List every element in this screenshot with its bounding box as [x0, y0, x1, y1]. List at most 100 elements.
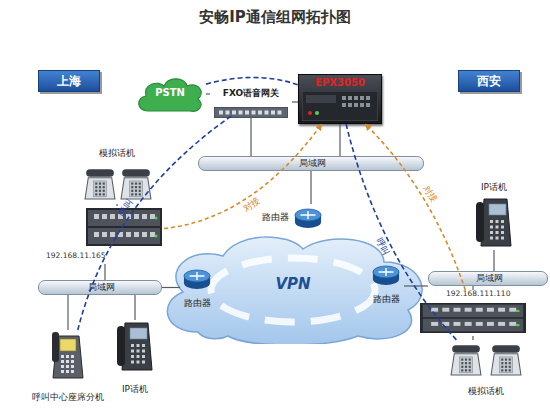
icon-part [131, 183, 133, 185]
dashed-connector [365, 124, 465, 290]
node-label: IP话机 [110, 384, 160, 394]
icon-part [117, 320, 153, 372]
link-line [292, 101, 298, 102]
icon-part [131, 344, 134, 347]
icon-part [423, 305, 523, 318]
link-line [162, 287, 180, 288]
phone-node: IP话机 [464, 182, 524, 250]
icon-part [451, 354, 481, 375]
icon-part [469, 369, 471, 371]
icon-part [66, 365, 69, 368]
icon-part [420, 303, 526, 333]
icon-part [51, 330, 85, 380]
icon-art [450, 340, 482, 376]
diagram-title: 安畅IP通信组网拓扑图 [100, 8, 450, 27]
icon-part [94, 232, 99, 237]
icon-art [51, 330, 85, 380]
icon-part [142, 361, 145, 364]
icon-part [94, 214, 99, 219]
icon-part [490, 237, 493, 240]
icon-part [366, 103, 370, 107]
icon-part [505, 366, 507, 368]
icon-part [453, 322, 460, 326]
icon-part [465, 359, 467, 361]
icon-art [84, 164, 116, 200]
node-label: 路由器 [180, 298, 214, 308]
icon-part [137, 355, 140, 358]
node-label: 路由器 [262, 212, 294, 222]
icon-part [214, 107, 288, 118]
node-label: 模拟话机 [80, 148, 154, 158]
icon-part [99, 193, 101, 195]
icon-part [476, 308, 483, 312]
icon-part [294, 207, 322, 229]
icon-part [122, 169, 150, 176]
icon-part [271, 111, 275, 115]
icon-part [214, 107, 288, 118]
gateway-device: 192.168.11.165 [46, 206, 164, 264]
icon-part [496, 231, 499, 234]
icon-part [135, 186, 137, 188]
icon-part [155, 235, 158, 238]
icon-part [490, 231, 493, 234]
icon-part [61, 360, 64, 363]
link-line [116, 204, 117, 206]
icon-part [139, 186, 141, 188]
icon-part [139, 183, 141, 185]
icon-part [61, 355, 64, 358]
icon-art [214, 103, 288, 114]
icon-part [66, 355, 69, 358]
icon-part [509, 366, 511, 368]
node-label: IP话机 [464, 182, 524, 192]
icon-part [139, 190, 141, 192]
icon-part [110, 232, 115, 237]
gateway-device: 192.168.111.110 [418, 290, 528, 336]
icon-part [142, 355, 145, 358]
icon-part [509, 359, 511, 361]
icon-part [99, 186, 101, 188]
node-label: 局域网 [429, 272, 549, 285]
icon-part [134, 214, 139, 219]
icon-part [481, 199, 511, 246]
icon-part [94, 181, 107, 197]
icon-part [516, 310, 520, 312]
icon-part [88, 228, 160, 244]
icon-part [131, 355, 134, 358]
icon-part [103, 190, 105, 192]
icon-part [498, 308, 505, 312]
icon-part [452, 345, 480, 352]
icon-part [465, 322, 472, 326]
icon-part [469, 366, 471, 368]
icon-part [505, 362, 507, 364]
icon-part [131, 350, 134, 353]
icon-part [103, 183, 105, 185]
icon-part [61, 370, 64, 373]
icon-part [85, 178, 115, 199]
icon-part [476, 202, 484, 242]
icon-part [465, 308, 472, 312]
node-label: 局域网 [199, 157, 425, 170]
icon-part [306, 95, 336, 103]
icon-part [137, 344, 140, 347]
icon-part [131, 361, 134, 364]
icon-part [308, 111, 312, 115]
icon-part [460, 357, 473, 373]
icon-part [315, 111, 319, 115]
icon-part [190, 272, 205, 280]
icon-part [60, 339, 76, 351]
pstn-cloud: PSTN [134, 74, 206, 114]
icon-part [509, 308, 516, 312]
icon-part [95, 186, 97, 188]
phone-node: IP话机 [110, 320, 160, 400]
link-line [339, 124, 340, 156]
icon-art [490, 340, 522, 376]
link-line [104, 264, 105, 280]
icon-part [121, 178, 151, 199]
node-label: 呼叫中心座席分机 [24, 392, 112, 402]
icon-part [245, 111, 249, 115]
icon-part [84, 164, 116, 200]
icon-part [258, 111, 262, 115]
icon-part [490, 226, 493, 229]
icon-part [117, 326, 125, 366]
icon-part [461, 362, 463, 364]
